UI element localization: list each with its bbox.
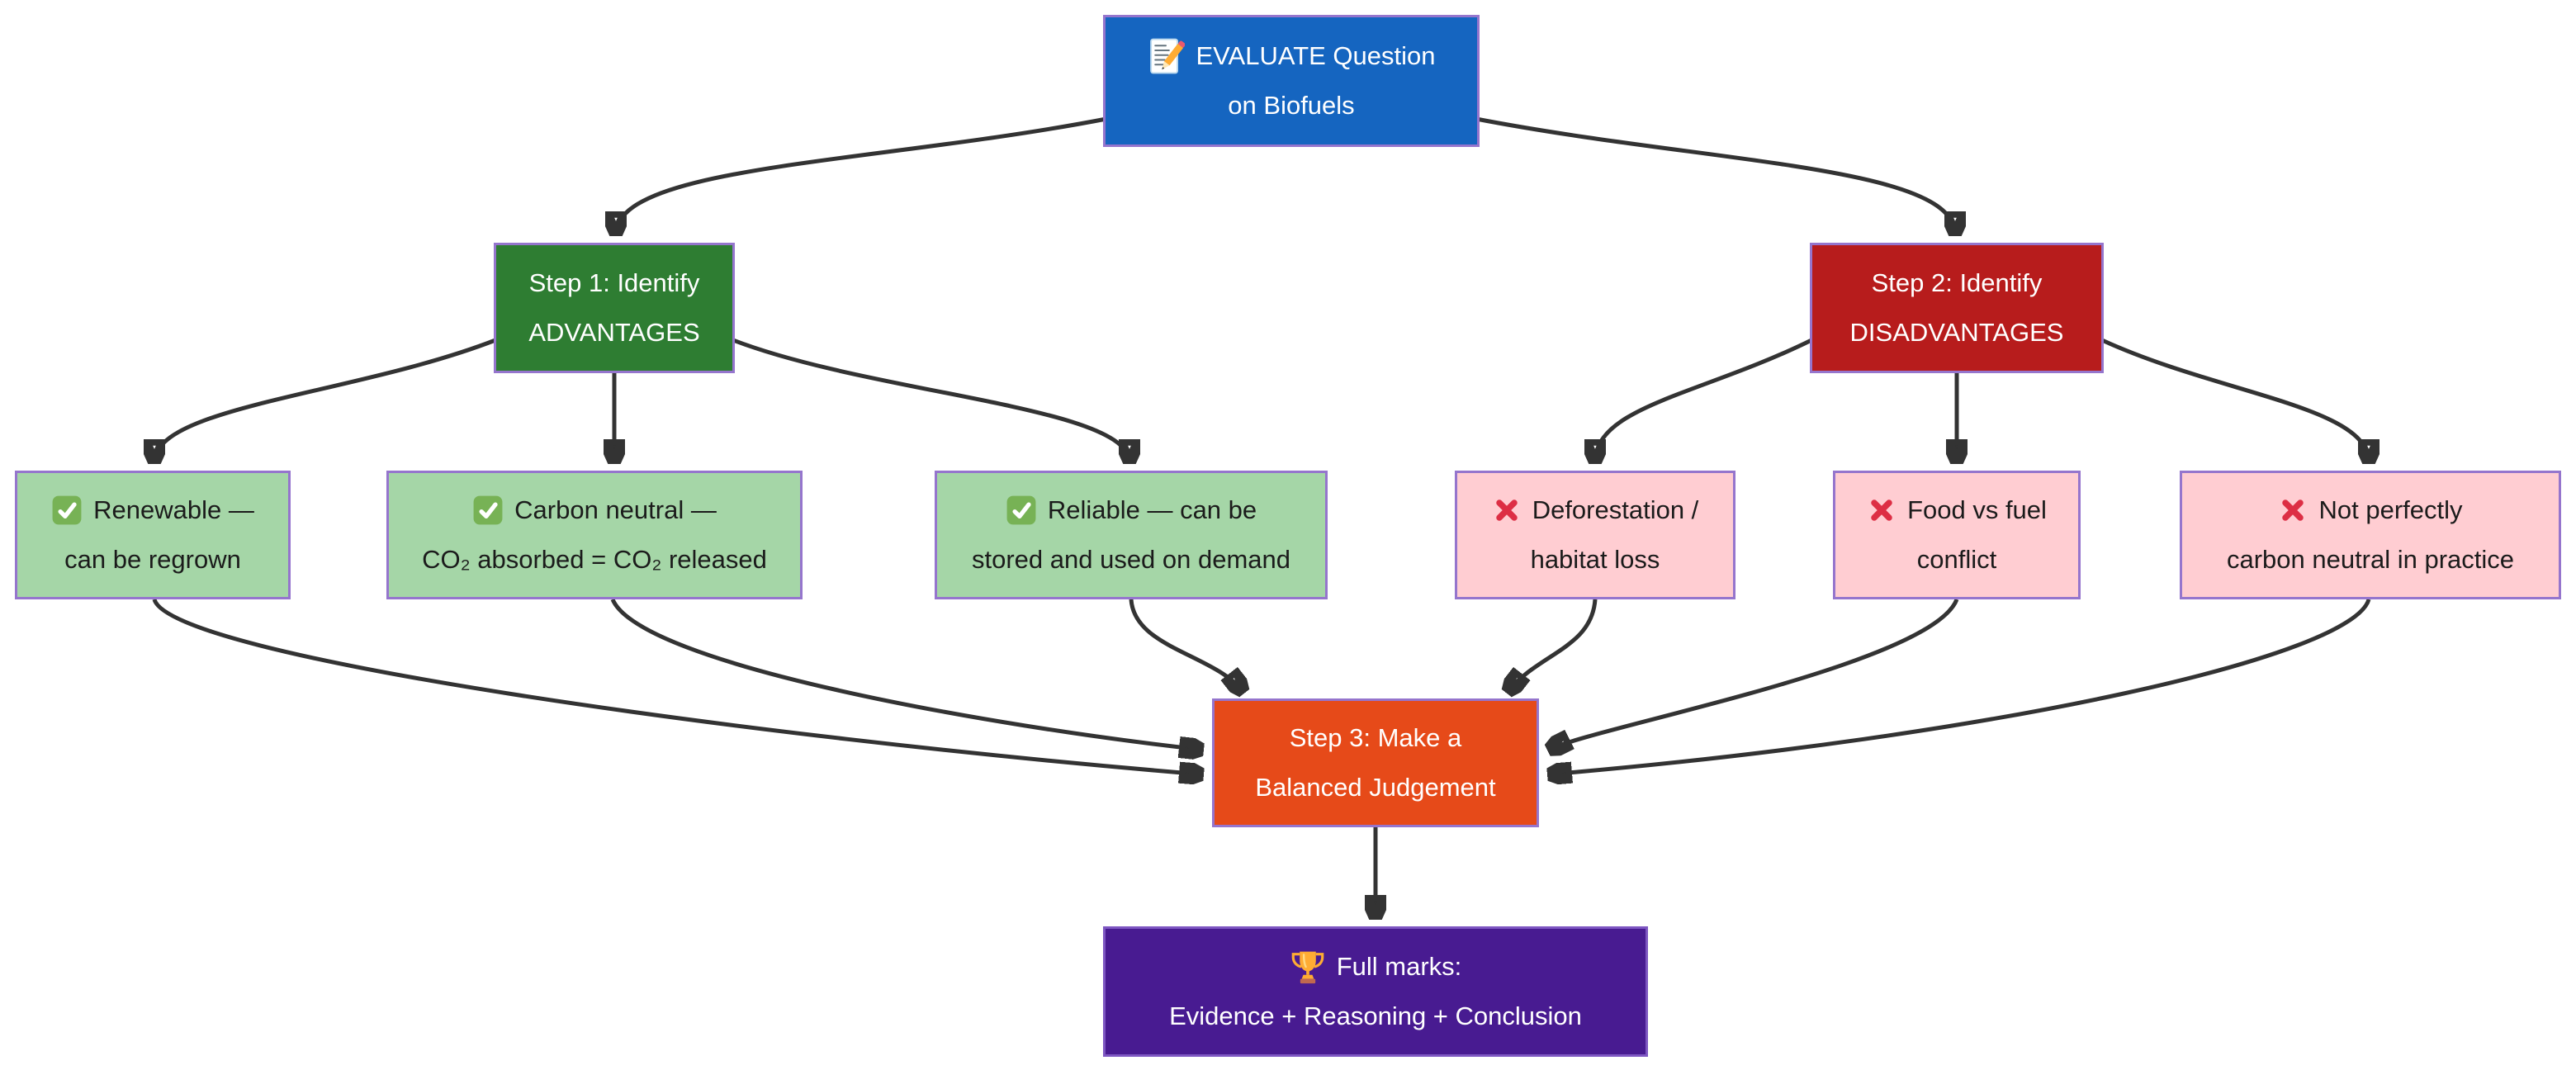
node-step1-advantages: Step 1: Identify ADVANTAGES: [494, 243, 735, 373]
edge-step2-dis3: [2100, 338, 2369, 462]
edge-step1-adv3: [732, 338, 1129, 462]
node-text: Not perfectly: [2318, 495, 2463, 524]
node-text: Full marks:: [1336, 952, 1462, 981]
edge-adv2-step3: [610, 598, 1202, 750]
node-text: on Biofuels: [1228, 91, 1355, 120]
node-line: Step 3: Make a: [1290, 713, 1462, 763]
edge-dis1-step3: [1508, 599, 1598, 692]
node-line: stored and used on demand: [972, 535, 1290, 585]
node-line: Step 1: Identify: [529, 258, 700, 308]
node-text: Step 2: Identify: [1871, 268, 2043, 297]
node-line: Balanced Judgement: [1255, 763, 1495, 812]
node-text: Carbon neutral —: [514, 495, 717, 524]
node-text: EVALUATE Question: [1196, 41, 1436, 70]
node-line: Food vs fuel: [1867, 485, 2047, 535]
node-line: ADVANTAGES: [528, 308, 699, 357]
node-line: conflict: [1917, 535, 1996, 585]
node-full-marks: Full marks: Evidence + Reasoning + Concl…: [1103, 926, 1648, 1057]
cross-icon: [2278, 495, 2308, 525]
edge-root-step2: [1475, 116, 1955, 234]
node-text: Step 3: Make a: [1289, 723, 1462, 752]
check-icon: [51, 495, 83, 526]
node-text: carbon neutral in practice: [2226, 545, 2515, 574]
node-text: CO₂ absorbed = CO₂ released: [422, 545, 767, 574]
node-disadvantage-deforestation: Deforestation / habitat loss: [1455, 471, 1735, 599]
node-text: Step 1: Identify: [528, 268, 700, 297]
node-line: Deforestation /: [1492, 485, 1699, 535]
edge-root-step1: [616, 116, 1107, 234]
edge-dis2-step3: [1549, 598, 1959, 750]
edge-dis3-step3: [1549, 599, 2371, 774]
node-advantage-renewable: Renewable — can be regrown: [15, 471, 291, 599]
node-text: Evidence + Reasoning + Conclusion: [1169, 1001, 1582, 1030]
node-line: Full marks:: [1290, 942, 1462, 992]
node-text: ADVANTAGES: [528, 318, 700, 347]
node-text: DISADVANTAGES: [1849, 318, 2064, 347]
node-line: Evidence + Reasoning + Conclusion: [1169, 992, 1582, 1041]
node-text: conflict: [1916, 545, 1997, 574]
check-icon: [1006, 495, 1037, 526]
node-text: Balanced Judgement: [1255, 773, 1496, 802]
node-line: can be regrown: [64, 535, 241, 585]
node-text: Renewable —: [93, 495, 254, 524]
node-advantage-reliable: Reliable — can be stored and used on dem…: [935, 471, 1328, 599]
memo-icon: [1147, 37, 1186, 75]
edge-step1-adv1: [154, 338, 496, 462]
node-line: EVALUATE Question: [1147, 31, 1436, 81]
node-disadvantage-not-carbon-neutral: Not perfectly carbon neutral in practice: [2180, 471, 2561, 599]
cross-icon: [1492, 495, 1522, 525]
node-advantage-carbon-neutral: Carbon neutral — CO₂ absorbed = CO₂ rele…: [386, 471, 803, 599]
edge-adv3-step3: [1129, 599, 1243, 692]
node-line: on Biofuels: [1228, 81, 1354, 130]
node-evaluate-question: EVALUATE Question on Biofuels: [1103, 15, 1480, 147]
node-line: Not perfectly: [2278, 485, 2463, 535]
check-icon: [472, 495, 504, 526]
node-line: habitat loss: [1531, 535, 1660, 585]
node-text: Food vs fuel: [1907, 495, 2047, 524]
node-disadvantage-food-vs-fuel: Food vs fuel conflict: [1833, 471, 2081, 599]
node-text: can be regrown: [64, 545, 241, 574]
trophy-icon: [1290, 949, 1326, 985]
node-line: carbon neutral in practice: [2227, 535, 2514, 585]
node-step2-disadvantages: Step 2: Identify DISADVANTAGES: [1810, 243, 2104, 373]
node-text: Reliable — can be: [1047, 495, 1257, 524]
cross-icon: [1867, 495, 1896, 525]
node-line: Step 2: Identify: [1872, 258, 2043, 308]
node-line: Carbon neutral —: [472, 485, 717, 535]
node-step3-balanced-judgement: Step 3: Make a Balanced Judgement: [1212, 698, 1539, 827]
node-line: CO₂ absorbed = CO₂ released: [422, 535, 767, 585]
node-line: Reliable — can be: [1006, 485, 1257, 535]
edge-adv1-step3: [152, 599, 1202, 774]
node-line: DISADVANTAGES: [1850, 308, 2064, 357]
node-text: stored and used on demand: [971, 545, 1291, 574]
node-text: habitat loss: [1530, 545, 1660, 574]
node-line: Renewable —: [51, 485, 254, 535]
edge-step2-dis1: [1595, 338, 1813, 462]
node-text: Deforestation /: [1532, 495, 1699, 524]
